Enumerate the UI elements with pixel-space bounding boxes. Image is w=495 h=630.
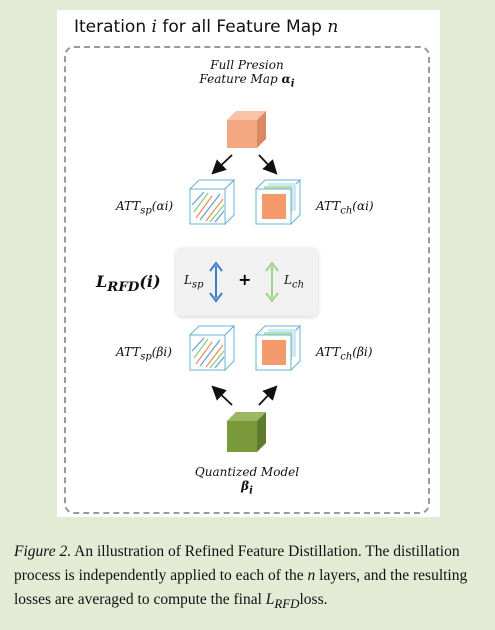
arrow-to-att-ch-alpha xyxy=(258,154,278,175)
quantized-model-label: Quantized Model βi xyxy=(194,465,300,497)
full-precision-cube xyxy=(227,111,266,148)
full-precision-label: Full Presion Feature Map αi xyxy=(199,58,295,90)
loss-rfd-label: LRFD(i) xyxy=(96,272,161,296)
att-ch-alpha-cube xyxy=(254,178,302,226)
loss-box: Lsp + Lch xyxy=(176,248,318,316)
att-sp-beta-label: ATTsp(βi) xyxy=(116,345,172,363)
plus-sign: + xyxy=(238,270,252,289)
ch-double-arrow-icon xyxy=(265,261,279,303)
diagram-title: Iteration i for all Feature Map n xyxy=(74,17,339,37)
iteration-dashed-box xyxy=(64,46,430,514)
att-ch-beta-cube xyxy=(254,324,302,372)
arrow-to-att-sp-alpha xyxy=(211,154,233,175)
loss-sp-label: Lsp xyxy=(184,273,204,291)
arrow-to-att-ch-beta xyxy=(258,385,278,406)
att-sp-beta-cube xyxy=(188,324,236,372)
figure-caption: Figure 2. An illustration of Refined Fea… xyxy=(14,543,468,612)
loss-ch-label: Lch xyxy=(284,273,305,291)
quantized-model-cube xyxy=(227,412,266,452)
att-sp-alpha-cube xyxy=(188,178,236,226)
att-ch-alpha-label: ATTch(αi) xyxy=(316,199,374,217)
att-sp-alpha-label: ATTsp(αi) xyxy=(116,199,174,217)
arrow-to-att-sp-beta xyxy=(211,385,233,406)
att-ch-beta-label: ATTch(βi) xyxy=(316,345,373,363)
sp-double-arrow-icon xyxy=(209,261,223,303)
